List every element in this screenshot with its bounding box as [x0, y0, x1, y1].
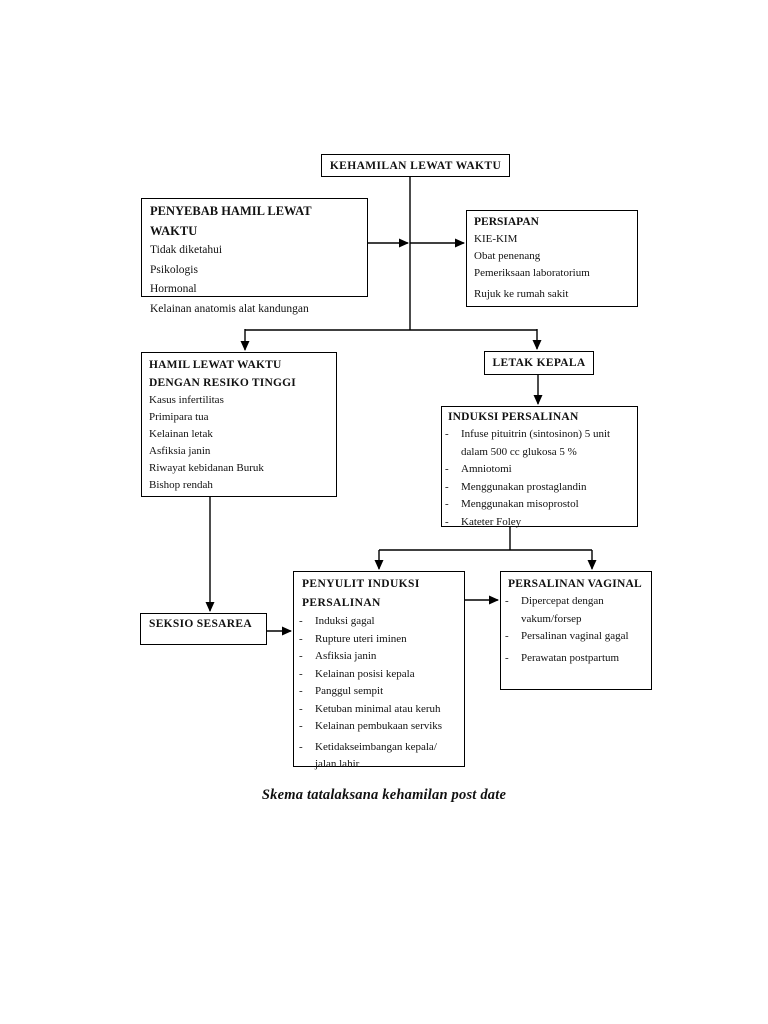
box-title: PERSIAPAN [474, 216, 539, 228]
list-item: Obat penenang [474, 250, 541, 262]
list-item: - Kateter Foley [445, 514, 631, 532]
bullet-dash: - [505, 630, 509, 642]
bullet-dash: - [299, 702, 303, 715]
list-item: - Induksi gagal [299, 613, 456, 631]
box-induksi-persalinan: INDUKSI PERSALINAN - Infuse pituitrin (s… [441, 406, 638, 528]
list-item: - Infuse pituitrin (sintosinon) 5 unit d… [445, 426, 631, 461]
box-title: PENYEBAB HAMIL LEWAT WAKTU [150, 204, 312, 238]
list-item: Rujuk ke rumah sakit [474, 288, 569, 300]
list-item-text: Menggunakan prostaglandin [461, 480, 587, 493]
box-persalinan-vaginal: PERSALINAN VAGINAL - Dipercepat dengan v… [500, 571, 652, 690]
box-title: INDUKSI PERSALINAN [448, 411, 579, 423]
bullet-dash: - [445, 428, 449, 440]
list-item: - Menggunakan prostaglandin [445, 479, 631, 497]
figure-caption: Skema tatalaksana kehamilan post date [261, 787, 507, 803]
list-item-text: Kateter Foley [461, 515, 522, 528]
bullet-dash: - [299, 667, 303, 680]
box-persiapan: PERSIAPAN KIE-KIM Obat penenang Pemeriks… [466, 210, 638, 307]
list-item: Hormonal [150, 283, 197, 295]
bullet-dash: - [445, 498, 449, 510]
box-kehamilan-lewat-waktu: KEHAMILAN LEWAT WAKTU [321, 154, 510, 177]
box-title: PERSALINAN VAGINAL [508, 578, 642, 590]
list-item-text: Rupture uteri iminen [315, 632, 407, 645]
box-title: SEKSIO SESAREA [149, 618, 252, 630]
list-item: Bishop rendah [149, 479, 213, 491]
list-item: Psikologis [150, 263, 198, 276]
list-item: - Rupture uteri iminen [299, 631, 456, 649]
box-penyebab-hamil-lewat-waktu: PENYEBAB HAMIL LEWAT WAKTU Tidak diketah… [141, 198, 368, 315]
list-item: - Menggunakan misoprostol [445, 496, 631, 514]
list-item-text: Menggunakan misoprostol [461, 498, 579, 510]
bullet-dash: - [299, 632, 303, 645]
box-title: LETAK KEPALA [492, 357, 586, 369]
list-item-text: Infuse pituitrin (sintosinon) 5 unit dal… [461, 428, 611, 458]
bullet-dash: - [445, 480, 449, 493]
list-item: - Panggul sempit [299, 683, 456, 701]
list-item: Kasus infertilitas [149, 394, 224, 406]
list-item: Primipara tua [149, 411, 209, 423]
list-item-text: Persalinan vaginal gagal [521, 630, 629, 642]
list-item: KIE-KIM [474, 233, 518, 245]
list-item: Tidak diketahui [150, 244, 223, 256]
list-item: Kelainan letak [149, 428, 213, 440]
list-item-text: Ketuban minimal atau keruh [315, 702, 441, 715]
list-item: Riwayat kebidanan Buruk [149, 462, 264, 474]
box-hamil-lewat-waktu-resiko-tinggi: HAMIL LEWAT WAKTU DENGAN RESIKO TINGGI K… [141, 352, 337, 497]
list-item: - Dipercepat dengan vakum/forsep [505, 593, 644, 628]
bullet-dash: - [299, 740, 303, 753]
list-item-text: Kelainan pembukaan serviks [315, 720, 443, 732]
list-item: Kelainan anatomis alat kandungan [150, 302, 309, 315]
bullet-dash: - [445, 515, 449, 528]
list-item-text: Dipercepat dengan vakum/forsep [521, 595, 604, 625]
bullet-dash: - [299, 650, 303, 662]
bullet-dash: - [299, 720, 303, 732]
list-item: Pemeriksaan laboratorium [474, 267, 590, 279]
list-item: - Asfiksia janin [299, 648, 456, 666]
bullet-dash: - [445, 463, 449, 475]
list-item-text: Panggul sempit [315, 685, 384, 697]
list-item-text: Perawatan postpartum [521, 651, 620, 664]
bullet-dash: - [299, 685, 303, 697]
list-item-text: Asfiksia janin [315, 650, 377, 662]
list-item: - Persalinan vaginal gagal [505, 628, 644, 646]
list-item: - Ketuban minimal atau keruh [299, 701, 456, 719]
list-item: - Kelainan posisi kepala [299, 666, 456, 684]
list-item: - Amniotomi [445, 461, 631, 479]
list-item: - Kelainan pembukaan serviks [299, 718, 456, 736]
list-item-text: Ketidakseimbangan kepala/ jalan lahir [315, 740, 437, 771]
box-title: HAMIL LEWAT WAKTU DENGAN RESIKO TINGGI [149, 359, 296, 389]
box-title: PENYULIT INDUKSI PERSALINAN [302, 578, 420, 609]
box-title: KEHAMILAN LEWAT WAKTU [329, 159, 502, 172]
box-letak-kepala: LETAK KEPALA [484, 351, 594, 375]
list-item: - Ketidakseimbangan kepala/ jalan lahir [299, 739, 456, 774]
bullet-dash: - [505, 651, 509, 664]
bullet-dash: - [505, 595, 509, 607]
list-item-text: Kelainan posisi kepala [315, 667, 415, 680]
list-item-text: Amniotomi [461, 463, 512, 475]
list-item: - Perawatan postpartum [505, 650, 644, 668]
list-item-text: Induksi gagal [315, 615, 375, 627]
bullet-dash: - [299, 615, 303, 627]
list-item: Asfiksia janin [149, 445, 211, 457]
box-seksio-sesarea: SEKSIO SESAREA [140, 613, 267, 645]
box-penyulit-induksi-persalinan: PENYULIT INDUKSI PERSALINAN - Induksi ga… [293, 571, 465, 770]
